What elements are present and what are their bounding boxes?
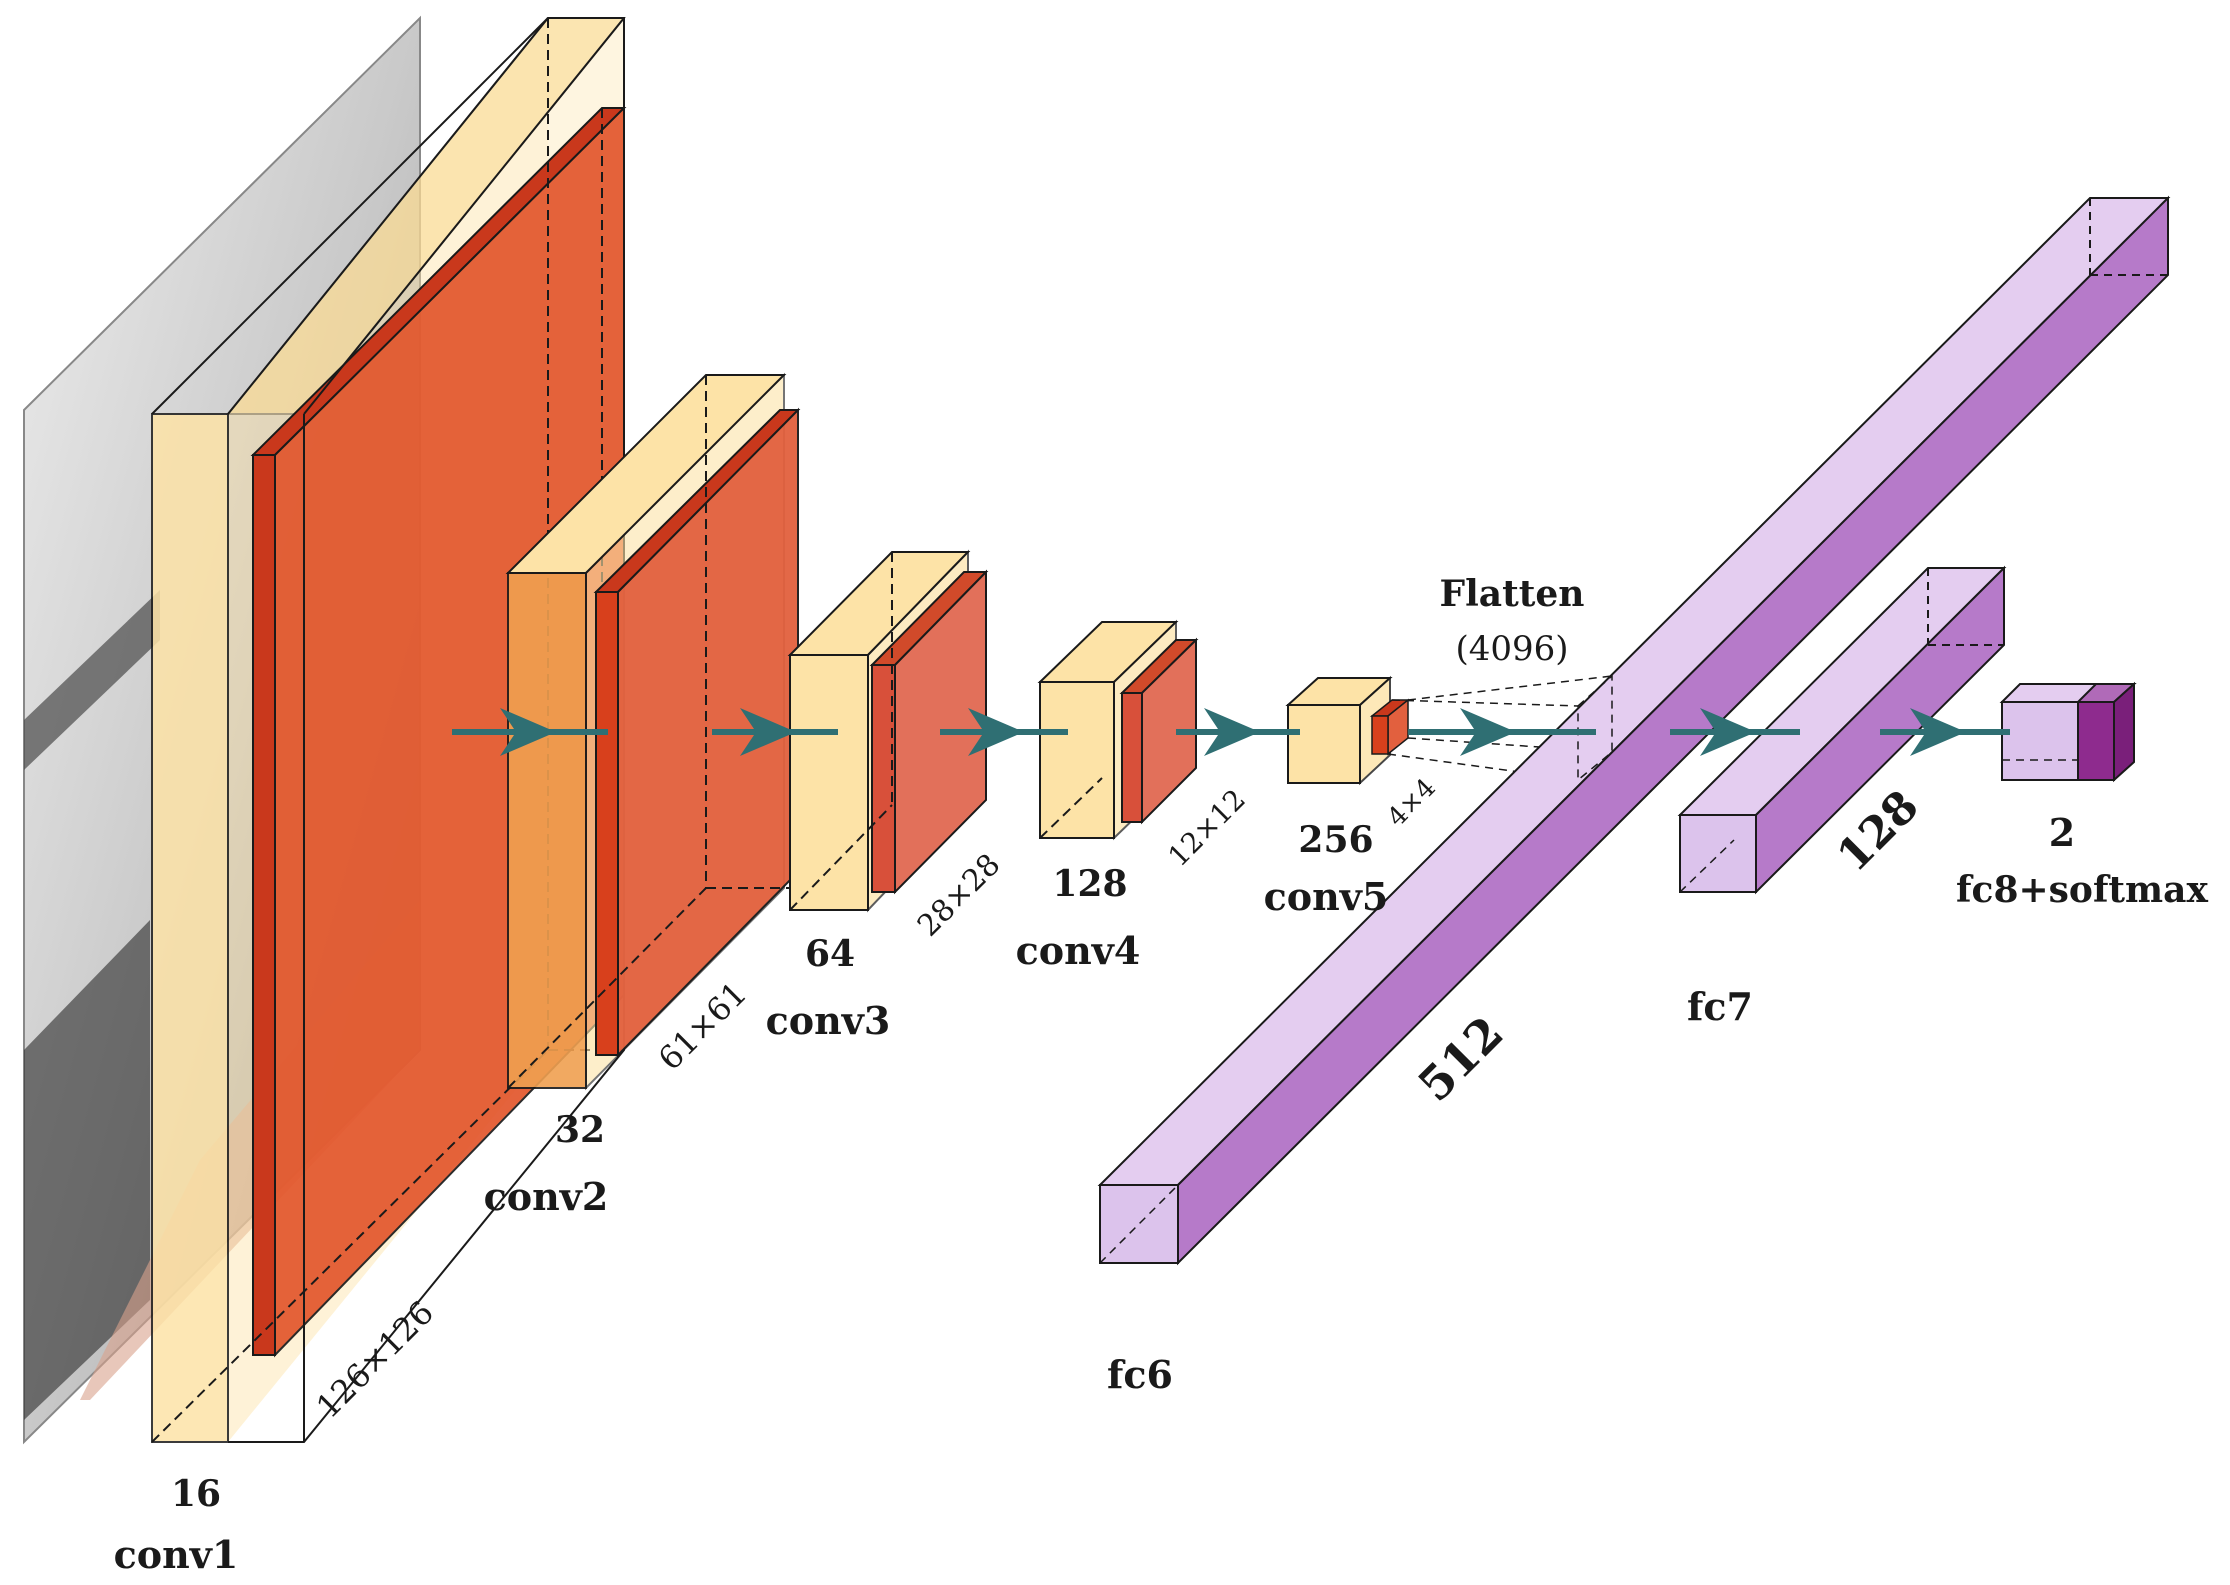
conv2-name-label: conv2 xyxy=(484,1174,609,1219)
fc7-hidden-edge-3 xyxy=(1679,839,1735,893)
fc6-flatten-window xyxy=(1577,674,1613,782)
fc8-front xyxy=(2001,701,2079,781)
conv1-name-label: conv1 xyxy=(114,1532,239,1577)
conv3-hidden-edge-2 xyxy=(789,804,893,911)
conv4-channels-label: 128 xyxy=(1052,863,1127,905)
fc6-units-label: 512 xyxy=(1408,1006,1514,1112)
conv4-block xyxy=(1037,619,1199,841)
flatten-value-label: (4096) xyxy=(1455,629,1568,669)
conv4-relu-front xyxy=(1121,692,1143,823)
fc8-softmax-right xyxy=(2113,681,2135,783)
conv5-relu-front xyxy=(1371,715,1389,755)
conv5-block xyxy=(1285,675,1613,786)
fc7-name-label: fc7 xyxy=(1687,984,1753,1029)
flatten-proj-line-4 xyxy=(1391,699,1579,707)
conv3-name-label: conv3 xyxy=(766,998,891,1043)
arrow-fc7-fc8 xyxy=(1880,708,2010,756)
conv3-relu-front xyxy=(871,664,896,893)
fc6-name-label: fc6 xyxy=(1107,1352,1173,1397)
flatten-proj-line-1 xyxy=(1407,675,1613,701)
flow-arrows xyxy=(452,708,2010,756)
fc6-hidden-edge-3 xyxy=(1099,1182,1181,1264)
fc6-front xyxy=(1099,1184,1179,1264)
fc8-block xyxy=(1999,681,2137,783)
flatten-label: Flatten xyxy=(1440,573,1585,615)
arrow-conv2-conv3 xyxy=(712,708,838,756)
conv1-conv-front xyxy=(151,413,229,1443)
conv1-channels-label: 16 xyxy=(171,1473,221,1515)
conv5-size-label: 4×4 xyxy=(1382,773,1442,833)
conv3-channels-label: 64 xyxy=(805,933,855,975)
photo-shelf-dark xyxy=(24,590,160,770)
conv5-name-label: conv5 xyxy=(1264,874,1389,919)
conv4-conv-front xyxy=(1039,681,1115,839)
conv5-channels-label: 256 xyxy=(1298,819,1373,861)
conv3-conv-front xyxy=(789,654,869,911)
arrow-conv5-fc6 xyxy=(1408,708,1596,756)
arrow-fc6-fc7 xyxy=(1670,708,1800,756)
conv2-block xyxy=(505,372,801,1091)
conv4-name-label: conv4 xyxy=(1016,928,1141,973)
photo-shelf-dark-2 xyxy=(24,920,150,1420)
conv1-conv-top-edge xyxy=(151,17,549,415)
arrow-conv3-conv4 xyxy=(940,708,1068,756)
conv4-hidden-edge xyxy=(1039,777,1103,839)
fc6-top xyxy=(1097,197,2171,1186)
conv4-size-label: 12×12 xyxy=(1162,783,1252,873)
conv3-block xyxy=(787,549,989,913)
conv2-relu-front xyxy=(595,591,619,1056)
fc8-units-label: 2 xyxy=(2049,810,2075,855)
conv1-hidden-edge-2 xyxy=(151,1049,549,1443)
arrow-conv4-conv5 xyxy=(1176,708,1300,756)
conv2-channels-label: 32 xyxy=(555,1109,605,1151)
fc8-name-label: fc8+softmax xyxy=(1956,869,2208,911)
fc7-front xyxy=(1679,814,1757,893)
conv5-conv-front xyxy=(1287,704,1361,784)
fc8-softmax-front xyxy=(2077,701,2115,781)
conv2-conv-front xyxy=(507,572,587,1089)
arrow-conv1-conv2 xyxy=(452,708,608,756)
conv1-relu-front xyxy=(252,454,276,1356)
conv1-conv-edge-2 xyxy=(303,17,625,415)
